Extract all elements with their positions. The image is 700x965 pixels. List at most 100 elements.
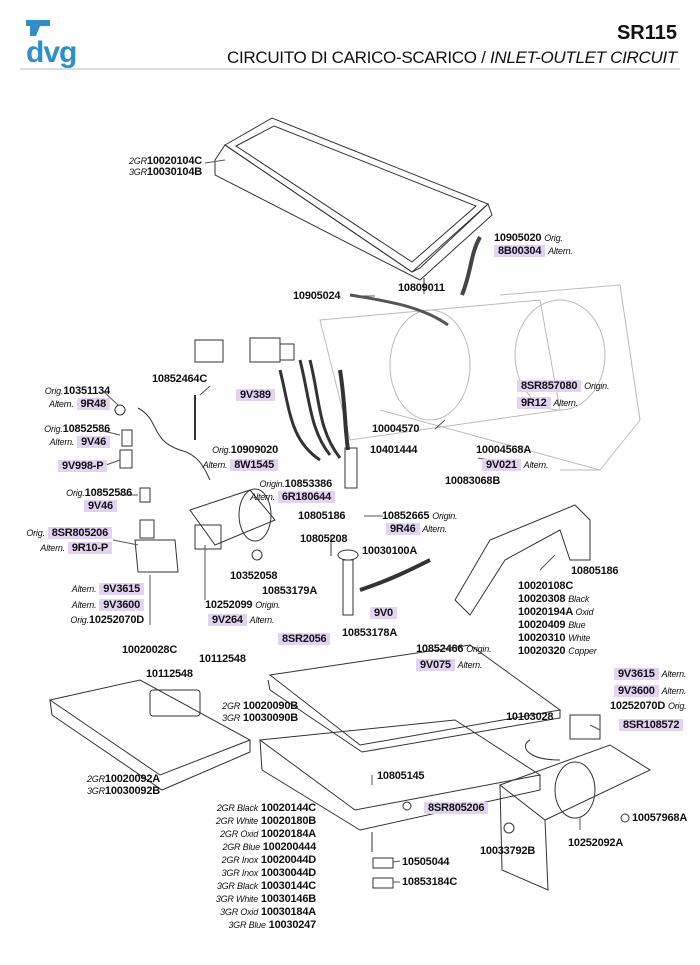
label-alt-5: Altern. 9V3615 — [20, 583, 144, 596]
bracket-part-code: 10020194A — [518, 606, 573, 618]
label-orig-5: Orig.10252070D — [70, 614, 144, 626]
label-orig-3: Orig.10852586 — [66, 487, 132, 499]
label-hose-orig: 10905020 Orig. — [494, 232, 563, 244]
label-orig-2: Orig.10852586 — [44, 423, 110, 435]
label-10401444: 10401444 — [370, 444, 418, 456]
label-tray-top: 2GR10020104C — [129, 155, 202, 167]
label-9v998p: 9V998-P — [58, 460, 108, 473]
drip-part-variant: 2GR Inox — [221, 855, 259, 865]
drip-part-variant: 2GR White — [215, 816, 259, 826]
label-8sr805206: 8SR805206 — [424, 802, 489, 815]
bracket-part-finish: Oxid — [575, 607, 594, 617]
label-orig-7: Origin.10853386 — [259, 478, 333, 490]
drip-part-variant: 3GR Oxid — [220, 907, 259, 917]
label-10112548-a: 10112548 — [199, 653, 246, 665]
bracket-part-code: 10020308 — [518, 593, 566, 605]
label-alt-2: Altern. 9V46 — [10, 436, 110, 449]
label-10352058: 10352058 — [230, 570, 278, 582]
bracket-list-item: 10020108C — [518, 580, 597, 593]
valve-body — [134, 539, 179, 573]
label-alt-3: 9V46 — [84, 500, 117, 513]
label-alt-10: 9V021 Altern. — [482, 459, 548, 472]
label-grid-2: 3GR10030092B — [87, 785, 160, 797]
label-alt-7: Altern. 8W1545 — [160, 459, 278, 472]
label-10030100a: 10030100A — [362, 545, 418, 557]
boiler-drawing — [319, 284, 641, 471]
label-screw-top: 10809011 — [398, 282, 445, 294]
label-pipe-c: 10852464C — [152, 373, 208, 385]
drip-list-item: 2GR Blue 100200444 — [150, 841, 316, 854]
label-10020028c: 10020028C — [122, 644, 178, 656]
label-10805208: 10805208 — [300, 533, 348, 545]
label-10033792b: 10033792B — [480, 845, 536, 857]
label-10057968a: 10057968A — [632, 812, 688, 824]
drip-part-variant: 3GR White — [215, 894, 259, 904]
title-italian: CIRCUITO DI CARICO-SCARICO — [226, 48, 477, 67]
drip-part-variant: 3GR Black — [216, 881, 259, 891]
label-10805186-a: 10805186 — [298, 510, 346, 522]
label-10853179a: 10853179A — [262, 585, 318, 597]
bracket-drawing — [454, 504, 591, 616]
drip-part-code: 10020180B — [260, 815, 316, 827]
label-hose-alt: 8B00304 Altern. — [494, 245, 573, 258]
title-separator: / — [476, 48, 490, 67]
label-grid-1: 2GR10020092A — [87, 773, 160, 785]
label-orig-8: 8SR857080 Origin. — [517, 380, 609, 393]
bracket-list-item: 10020194A Oxid — [518, 606, 597, 619]
bracket-list-item: 10020409 Blue — [518, 619, 597, 632]
label-10103028: 10103028 — [506, 711, 554, 723]
bracket-part-code: 10020310 — [518, 632, 566, 644]
drip-part-variant: 2GR Blue — [222, 842, 260, 852]
label-10505044: 10505044 — [402, 856, 450, 868]
label-9v389: 9V389 — [236, 389, 275, 402]
label-10083068b: 10083068B — [445, 475, 501, 487]
label-10805186-b: 10805186 — [571, 565, 619, 577]
drip-part-variant: 3GR Blue — [228, 920, 266, 930]
faucet-logo-icon — [26, 20, 50, 36]
drip-tray-drawing — [258, 644, 562, 852]
bracket-part-finish: Copper — [568, 646, 597, 656]
drip-list-item: 3GR White 10030146B — [150, 893, 316, 906]
leader-lines — [102, 159, 601, 883]
drip-part-code: 10030044D — [260, 867, 316, 879]
drip-part-code: 10030247 — [268, 919, 317, 931]
drip-part-code: 10020184A — [260, 828, 316, 840]
label-10004570: 10004570 — [372, 423, 420, 435]
label-tray-top-b: 3GR10030104B — [129, 166, 202, 178]
label-orig-1: Orig.10351134 — [44, 385, 110, 397]
label-orig-12: 10252070D Orig. — [610, 700, 687, 712]
label-alt-4: Altern. 9R10-P — [2, 542, 112, 555]
label-alt-6: Altern. 9V3600 — [20, 599, 144, 612]
label-8sr108572: 8SR108572 — [619, 719, 684, 732]
label-alt-13: 9V075 Altern. — [416, 659, 482, 672]
label-10853178a: 10853178A — [342, 627, 398, 639]
bracket-part-code: 10020108C — [518, 580, 574, 592]
pump-motor-drawing — [189, 488, 276, 561]
long-tube — [349, 293, 449, 327]
drip-list-item: 3GR Inox 10030044D — [150, 867, 317, 880]
label-alt-8: Altern. 6R180644 — [220, 491, 335, 504]
label-alt-12: 9V264 Altern. — [208, 614, 274, 627]
label-alt-11: 9R46 Altern. — [386, 523, 447, 536]
label-alt-1: Altern. 9R48 — [10, 398, 110, 411]
drip-list-item: 2GR White 10020180B — [150, 815, 316, 828]
label-9v0: 9V0 — [370, 607, 397, 620]
label-alt-15: 9V3600 Altern. — [614, 685, 686, 698]
label-alt-14: 9V3615 Altern. — [614, 668, 686, 681]
drain-hose — [460, 236, 482, 296]
label-tray-b1: 2GR 10020090B — [222, 700, 298, 712]
drip-part-variant: 3GR Inox — [221, 868, 259, 878]
drip-list-item: 2GR Black 10020144C — [150, 802, 316, 815]
label-orig-6: Orig.10909020 — [212, 444, 278, 456]
label-10252092a: 10252092A — [568, 837, 624, 849]
cup-tray-drawing — [214, 117, 493, 292]
bracket-list-item: 10020310 White — [518, 632, 597, 645]
drip-part-code: 10030146B — [260, 893, 316, 905]
label-orig-11: 10852466 Origin. — [416, 643, 492, 655]
title-english: INLET-OUTLET CIRCUIT — [489, 48, 677, 67]
label-alt-9: 9R12 Altern. — [517, 397, 578, 410]
